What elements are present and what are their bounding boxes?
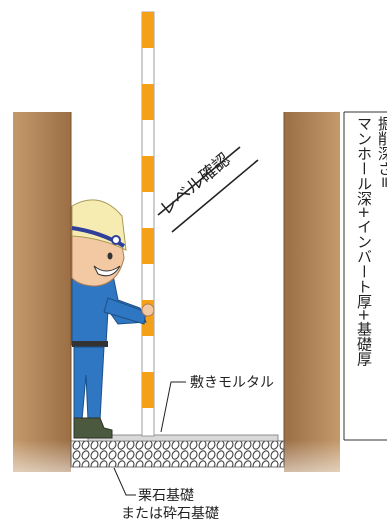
bed-mortar-label: 敷きモルタル [190,375,274,391]
depth-formula-line2: マンホール深+インバート厚+基礎厚 [355,116,373,367]
gravel-pattern-icon [71,441,284,467]
depth-dimension [343,111,387,441]
depth-formula-line1: 掘削深さ= [376,116,387,189]
level-staff-icon [141,11,155,437]
depth-formula: 掘削深さ= マンホール深+インバート厚+基礎厚 [333,116,387,438]
foundation-label-line1: 栗石基礎 [138,487,194,504]
foundation-leader [113,467,136,496]
staff-band [142,228,154,264]
worker-icon [71,199,155,439]
staff-band [142,156,154,192]
left-soil-wall [13,112,71,472]
staff-band [142,12,154,48]
gravel-foundation [70,440,285,468]
staff-band [142,84,154,120]
right-soil-wall [284,112,340,472]
staff-band [142,372,154,408]
soil-walls [13,112,340,500]
level-check-label: レベル確認 [156,150,234,220]
foundation-label-line2: または砕石基礎 [121,505,219,522]
bed-mortar-layer [87,434,279,442]
level-check-callout [157,146,259,233]
bed-mortar-leader [160,381,186,433]
